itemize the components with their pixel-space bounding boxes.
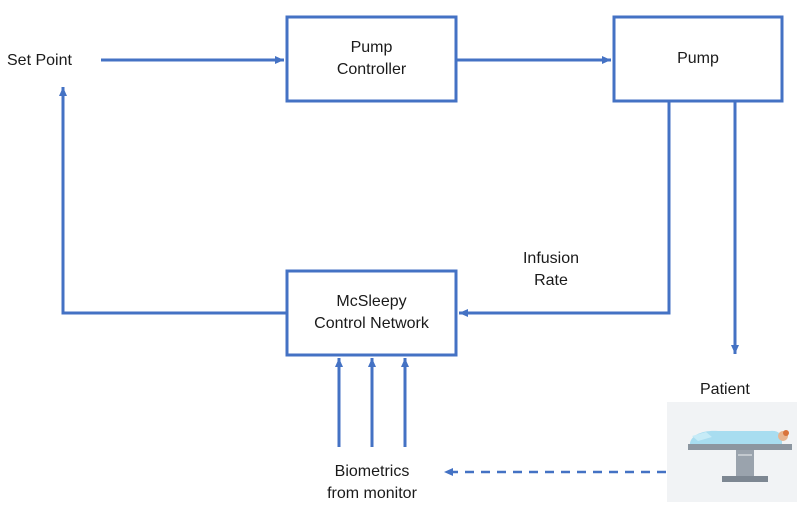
infusion-rate-line1: Infusion xyxy=(522,250,580,267)
pump-controller-label: Pump Controller xyxy=(287,17,456,101)
control-network-line1: McSleepy xyxy=(336,293,407,310)
patient-icon xyxy=(667,402,797,502)
set-point-label: Set Point xyxy=(7,52,72,69)
biometrics-line1: Biometrics xyxy=(334,463,410,480)
arrow-network-to-setpoint xyxy=(59,87,287,315)
biometrics-line2: from monitor xyxy=(327,485,417,502)
pump-box xyxy=(612,15,784,103)
patient-label: Patient xyxy=(700,381,750,398)
infusion-rate-label: Infusion Rate xyxy=(505,248,597,292)
infusion-rate-line2: Rate xyxy=(534,272,568,289)
biometrics-label: Biometrics from monitor xyxy=(302,461,442,505)
control-network-line2: Control Network xyxy=(314,315,429,332)
pump-controller-line1: Pump xyxy=(350,39,393,56)
pump-line1: Pump xyxy=(677,50,719,67)
control-network-label: McSleepy Control Network xyxy=(287,271,456,355)
pump-controller-line2: Controller xyxy=(336,61,407,78)
pump-label: Pump xyxy=(614,17,782,101)
arrow-pump-to-network xyxy=(459,101,671,317)
